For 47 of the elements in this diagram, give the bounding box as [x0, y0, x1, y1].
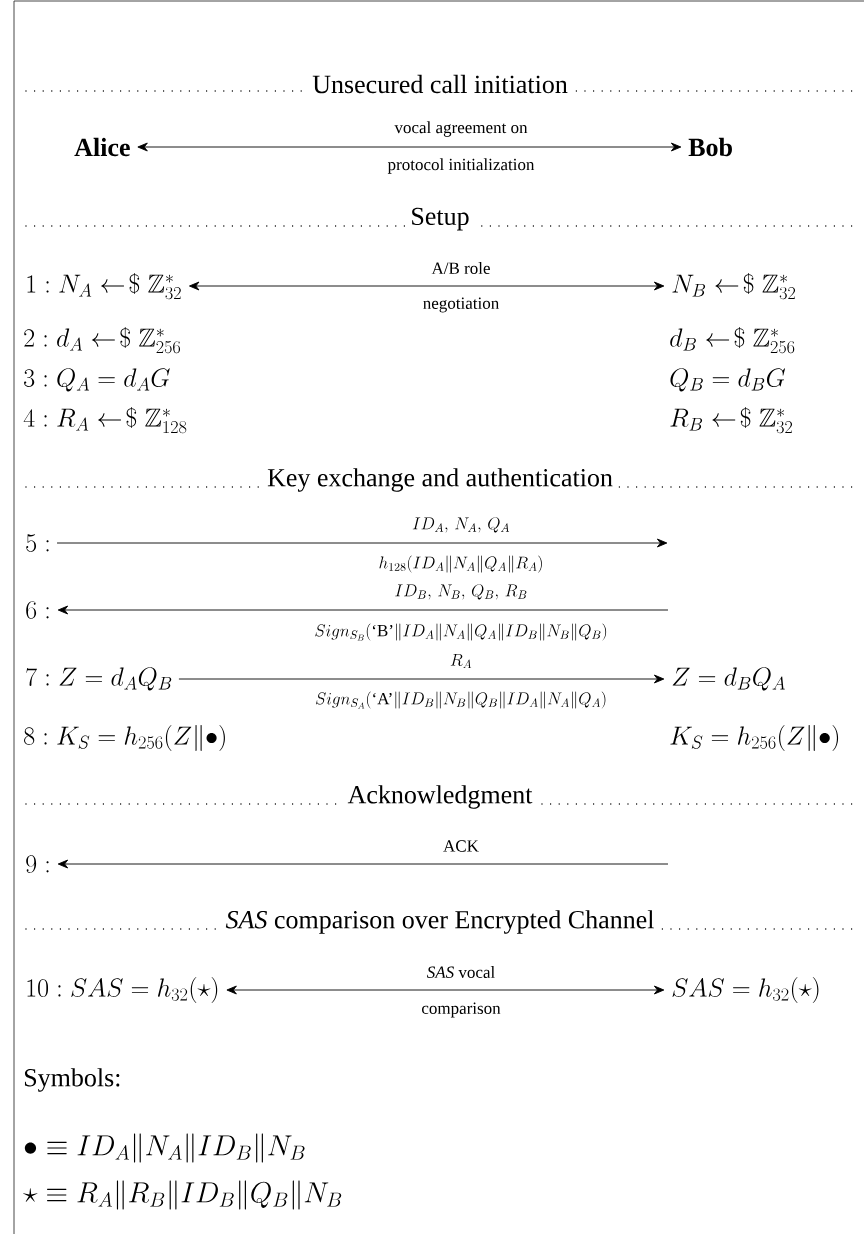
step-formula: $7 : Z = d_A Q_B$ — [26, 667, 172, 691]
section-heading: Acknowledgment — [342, 784, 538, 810]
step-formula: $K_S = h_{256}(Z \| \bullet)$ — [670, 725, 839, 751]
step-number: $9 :$ — [26, 855, 49, 873]
symbol-definition: $\star \equiv R_A \| R_B \| ID_B \| Q_B \| N_B$ — [23, 1180, 342, 1210]
message-label: negotiation — [423, 297, 499, 313]
step-formula: $1 : N_A \leftarrow\!\$\; \mathbb{Z}^*_{32}$ — [27, 273, 181, 300]
message-label: SAS vocal — [427, 966, 495, 978]
step-formula: $10 : SAS = h_{32}(\star)$ — [27, 977, 218, 1003]
message-label: $R_A$ — [450, 653, 472, 669]
arrow — [57, 605, 669, 615]
message-label: protocol initialization — [387, 158, 535, 174]
step-formula: $d_B \leftarrow\!\$\; \mathbb{Z}^*_{256}$ — [670, 327, 795, 354]
step-formula: $Q_B = d_B G$ — [670, 368, 786, 392]
message-label: $h_{128}(ID_A \| N_A \| Q_A \| R_A)$ — [379, 555, 542, 573]
step-formula: $8 : K_S = h_{256}(Z \| \bullet)$ — [24, 725, 225, 751]
message-label: $Sign_{S_B}(\mbox{`B'} \| ID_A \| N_A \| Q_A \| ID_B \| N_B \| Q_B)$ — [315, 623, 607, 641]
section-heading: Unsecured call initiation — [307, 73, 573, 95]
step-formula: $R_B \leftarrow\!\$\; \mathbb{Z}^*_{32}$ — [670, 407, 793, 434]
message-label: $ID_B,\, N_B,\, Q_B,\, R_B$ — [395, 584, 527, 600]
arrow — [178, 674, 665, 684]
symbols-heading: Symbols: — [24, 1068, 120, 1092]
step-formula: $4 : R_A \leftarrow\!\$\; \mathbb{Z}^*_{128}$ — [23, 407, 187, 434]
arrow — [56, 538, 668, 548]
arrow — [189, 281, 665, 291]
party-name: Alice — [74, 137, 130, 157]
step-number: $6 :$ — [26, 601, 49, 619]
section-heading: SAS comparison over Encrypted Channel — [220, 909, 660, 935]
step-formula: $3 : Q_A = d_A G$ — [24, 368, 170, 392]
symbol-definition: $\bullet \equiv ID_A \| N_A \| ID_B \| N_B$ — [24, 1133, 305, 1163]
message-label: vocal agreement on — [394, 121, 528, 137]
party-name: Bob — [688, 137, 732, 157]
section-heading: Key exchange and authentication — [262, 467, 618, 493]
message-label: A/B role — [431, 262, 490, 274]
step-formula: $Z = d_B Q_A$ — [672, 667, 785, 691]
message-label: $Sign_{S_A}(\mbox{`A'} \| ID_B \| N_B \| Q_B \| ID_A \| N_A \| Q_A)$ — [315, 691, 606, 709]
step-formula: $N_B \leftarrow\!\$\; \mathbb{Z}^*_{32}$ — [672, 273, 796, 300]
message-label: comparison — [422, 1002, 501, 1018]
message-label: $ID_A,\, N_A,\, Q_A$ — [412, 517, 510, 533]
message-label: ACK — [443, 840, 479, 852]
step-formula: $SAS = h_{32}(\star)$ — [672, 977, 819, 1003]
arrow — [57, 859, 669, 869]
arrow — [226, 985, 665, 995]
step-number: $5 :$ — [26, 534, 49, 552]
arrow — [137, 142, 682, 152]
section-heading: Setup — [405, 206, 475, 232]
step-formula: $2 : d_A \leftarrow\!\$\; \mathbb{Z}^*_{256}$ — [24, 327, 181, 354]
